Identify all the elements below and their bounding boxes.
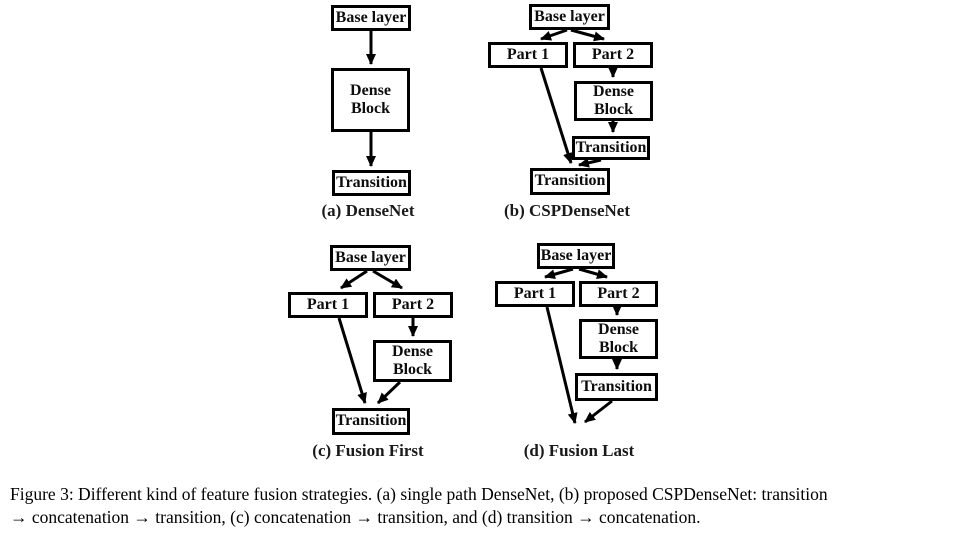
diagram-a-dense-block-box: Dense Block — [331, 68, 410, 132]
arrow-d-transition-to-concat — [584, 399, 613, 424]
arrow-c-part1-to-transition — [337, 317, 367, 404]
arrow-b-base-to-part2 — [570, 28, 605, 42]
arrow-b-part1-to-transition2 — [539, 67, 573, 164]
diagram-c-part1-box: Part 1 — [288, 292, 368, 318]
diagram-b-caption: (b) CSPDenseNet — [503, 201, 631, 220]
diagram-c-transition-box: Transition — [332, 408, 410, 435]
diagram-b-part1-box: Part 1 — [488, 42, 568, 68]
diagram-b-transition1-box: Transition — [572, 136, 650, 160]
diagram-d-base-layer-box: Base layer — [537, 243, 615, 269]
diagram-c-dense-block-box: Dense Block — [373, 340, 452, 382]
figure-caption-line-2: → concatenation → transition, (c) concat… — [10, 506, 701, 527]
diagram-c-caption: (c) Fusion First — [312, 441, 424, 460]
diagram-d-part2-box: Part 2 — [579, 281, 658, 307]
arrow-b-transition1-to-transition2 — [578, 157, 602, 168]
diagram-a-transition-box: Transition — [332, 170, 411, 196]
diagram-d-caption: (d) Fusion Last — [523, 441, 635, 460]
diagram-a-base-layer-box: Base layer — [331, 5, 411, 31]
figure-caption-line-1: Figure 3: Different kind of feature fusi… — [10, 484, 828, 504]
diagram-d-transition-box: Transition — [575, 373, 658, 401]
arrow-d-base-to-part2 — [578, 267, 608, 280]
arrow-b-base-to-part1 — [540, 28, 568, 41]
arrow-c-base-to-part1 — [340, 269, 368, 290]
diagram-c-base-layer-box: Base layer — [330, 245, 411, 271]
diagram-b-dense-block-box: Dense Block — [574, 81, 653, 121]
arrow-d-base-to-part1 — [544, 267, 574, 280]
diagram-d-dense-block-box: Dense Block — [579, 319, 658, 359]
diagram-c-part2-box: Part 2 — [373, 292, 453, 318]
diagram-b-transition2-box: Transition — [530, 168, 610, 195]
figure-caption: Figure 3: Different kind of feature fusi… — [10, 483, 952, 529]
diagram-b-part2-box: Part 2 — [573, 42, 653, 68]
diagram-b-base-layer-box: Base layer — [529, 4, 610, 30]
arrow-c-dense-to-transition — [376, 380, 402, 405]
diagram-a-caption: (a) DenseNet — [321, 201, 415, 220]
arrow-d-part1-to-concat — [545, 306, 578, 424]
diagram-d-part1-box: Part 1 — [495, 281, 575, 307]
arrow-c-base-to-part2 — [372, 269, 403, 290]
